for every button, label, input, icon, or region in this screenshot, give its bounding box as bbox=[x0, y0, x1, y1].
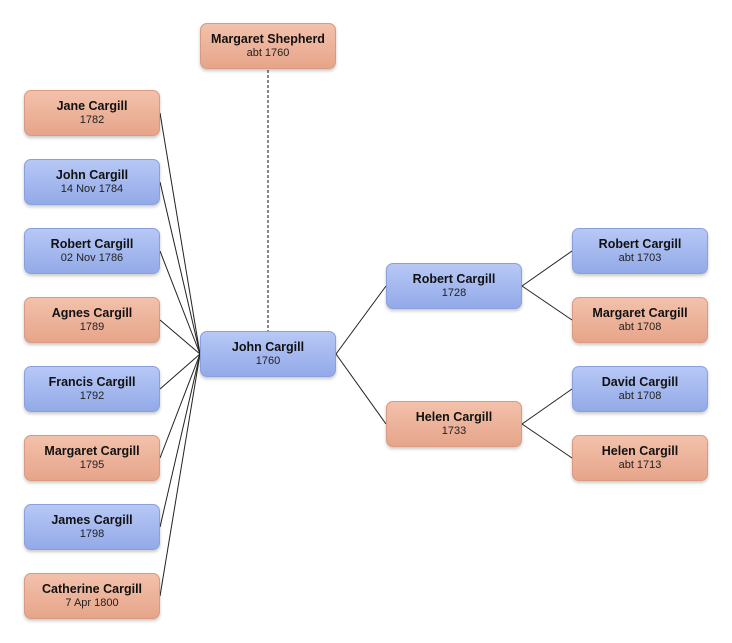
person-name: John Cargill bbox=[231, 340, 305, 354]
person-date: abt 1760 bbox=[246, 47, 290, 59]
person-name: Helen Cargill bbox=[415, 410, 493, 424]
person-name: James Cargill bbox=[51, 513, 133, 527]
grandparent-link-line bbox=[521, 423, 573, 459]
spouse-node[interactable]: Margaret Shepherd abt 1760 bbox=[200, 23, 336, 69]
grandparent-node[interactable]: Robert Cargill abt 1703 bbox=[572, 228, 708, 274]
person-name: Robert Cargill bbox=[598, 237, 682, 251]
person-date: abt 1713 bbox=[618, 459, 662, 471]
child-link-line bbox=[159, 112, 201, 355]
child-node[interactable]: Jane Cargill 1782 bbox=[24, 90, 160, 136]
child-link-line bbox=[159, 250, 201, 355]
person-date: 1789 bbox=[79, 321, 105, 333]
parent-link-line bbox=[335, 353, 387, 425]
child-node[interactable]: John Cargill 14 Nov 1784 bbox=[24, 159, 160, 205]
grandparent-link-line bbox=[521, 388, 573, 425]
parent-node[interactable]: Helen Cargill 1733 bbox=[386, 401, 522, 447]
child-link-line bbox=[159, 353, 201, 390]
person-name: Jane Cargill bbox=[56, 99, 128, 113]
child-link-line bbox=[159, 353, 201, 459]
child-node[interactable]: James Cargill 1798 bbox=[24, 504, 160, 550]
person-date: 14 Nov 1784 bbox=[60, 183, 124, 195]
person-name: Francis Cargill bbox=[48, 375, 136, 389]
person-date: 1728 bbox=[441, 287, 467, 299]
person-name: John Cargill bbox=[55, 168, 129, 182]
person-date: abt 1708 bbox=[618, 321, 662, 333]
grandparent-node[interactable]: Margaret Cargill abt 1708 bbox=[572, 297, 708, 343]
person-date: 7 Apr 1800 bbox=[65, 597, 119, 609]
child-node[interactable]: Robert Cargill 02 Nov 1786 bbox=[24, 228, 160, 274]
person-name: Margaret Cargill bbox=[44, 444, 140, 458]
grandparent-link-line bbox=[521, 285, 573, 321]
person-name: Margaret Shepherd bbox=[211, 32, 325, 46]
parent-link-line bbox=[335, 285, 387, 355]
person-date: abt 1708 bbox=[618, 390, 662, 402]
person-name: Agnes Cargill bbox=[51, 306, 133, 320]
person-name: Robert Cargill bbox=[50, 237, 134, 251]
child-link-line bbox=[159, 353, 201, 597]
person-date: abt 1703 bbox=[618, 252, 662, 264]
person-name: Catherine Cargill bbox=[41, 582, 143, 596]
child-node[interactable]: Margaret Cargill 1795 bbox=[24, 435, 160, 481]
child-link-line bbox=[159, 181, 201, 355]
person-date: 1760 bbox=[255, 355, 281, 367]
focus-person-node[interactable]: John Cargill 1760 bbox=[200, 331, 336, 377]
person-name: Helen Cargill bbox=[601, 444, 679, 458]
grandparent-node[interactable]: Helen Cargill abt 1713 bbox=[572, 435, 708, 481]
person-date: 1792 bbox=[79, 390, 105, 402]
child-node[interactable]: Agnes Cargill 1789 bbox=[24, 297, 160, 343]
parent-node[interactable]: Robert Cargill 1728 bbox=[386, 263, 522, 309]
person-name: David Cargill bbox=[601, 375, 679, 389]
person-date: 1795 bbox=[79, 459, 105, 471]
person-date: 1798 bbox=[79, 528, 105, 540]
grandparent-node[interactable]: David Cargill abt 1708 bbox=[572, 366, 708, 412]
person-date: 1782 bbox=[79, 114, 105, 126]
child-link-line bbox=[159, 353, 201, 528]
child-node[interactable]: Catherine Cargill 7 Apr 1800 bbox=[24, 573, 160, 619]
child-node[interactable]: Francis Cargill 1792 bbox=[24, 366, 160, 412]
grandparent-link-line bbox=[521, 250, 573, 287]
person-name: Margaret Cargill bbox=[592, 306, 688, 320]
child-link-line bbox=[159, 319, 201, 355]
person-name: Robert Cargill bbox=[412, 272, 496, 286]
person-date: 1733 bbox=[441, 425, 467, 437]
person-date: 02 Nov 1786 bbox=[60, 252, 124, 264]
